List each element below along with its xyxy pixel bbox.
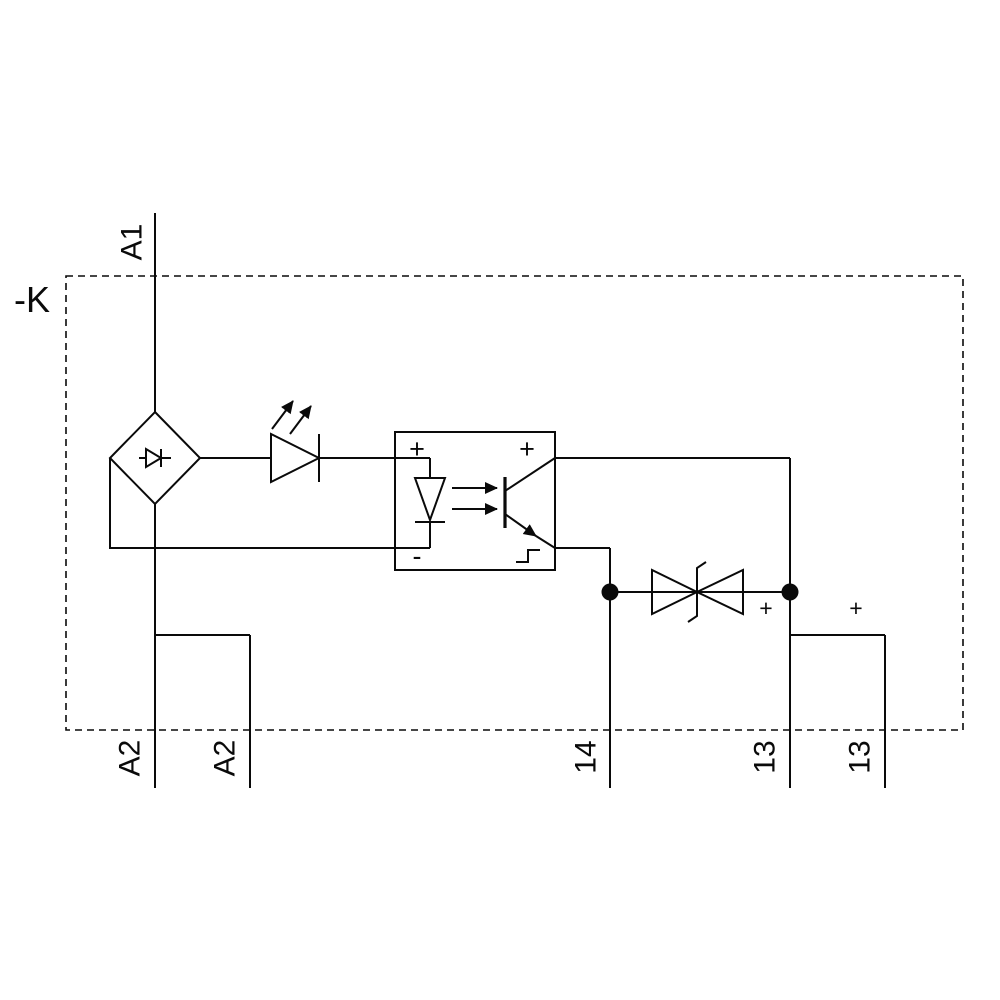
led-emission-arrow (289, 405, 312, 435)
opto-input-diode-icon (395, 457, 447, 549)
phototransistor-emitter (504, 513, 537, 537)
phototransistor-icon (503, 457, 556, 549)
terminal-13-aux-label: 13 (844, 740, 877, 773)
tvs-suppressor-diode-icon (651, 561, 744, 623)
terminal-a1-label: A1 (116, 224, 149, 261)
module-label: -K (14, 279, 50, 320)
optocoupler: + + - (394, 431, 556, 571)
wire-bridge-minus-to-opto (109, 458, 395, 549)
module-boundary (65, 275, 964, 731)
bridge-diode-icon (139, 447, 171, 469)
terminal-13-aux-lead (790, 634, 886, 788)
terminal-a2-main-label: A2 (114, 740, 147, 777)
led-anode-triangle (270, 432, 322, 484)
step-function-icon (516, 549, 540, 563)
junction-dot-13 (781, 583, 799, 601)
bridge-rectifier-body (108, 410, 202, 506)
node13-plus-label: + (759, 595, 772, 621)
bridge-rectifier (108, 410, 202, 506)
optocoupler-body (394, 431, 556, 571)
terminal-a2-aux-lead (155, 634, 251, 788)
terminal-14-label: 14 (570, 740, 603, 773)
phototransistor-collector (504, 457, 556, 492)
junction-dot-14 (601, 583, 619, 601)
terminal-a2-aux-label: A2 (209, 740, 242, 777)
aux13-plus-label: + (849, 595, 862, 621)
led-indicator-icon (270, 400, 322, 484)
terminal-13-main-label: 13 (749, 740, 782, 773)
led-emission-arrow (271, 400, 294, 430)
opto-input-plus-label: + (409, 434, 425, 464)
opto-output-plus-label: + (519, 434, 535, 464)
opto-input-minus-label: - (413, 541, 422, 571)
